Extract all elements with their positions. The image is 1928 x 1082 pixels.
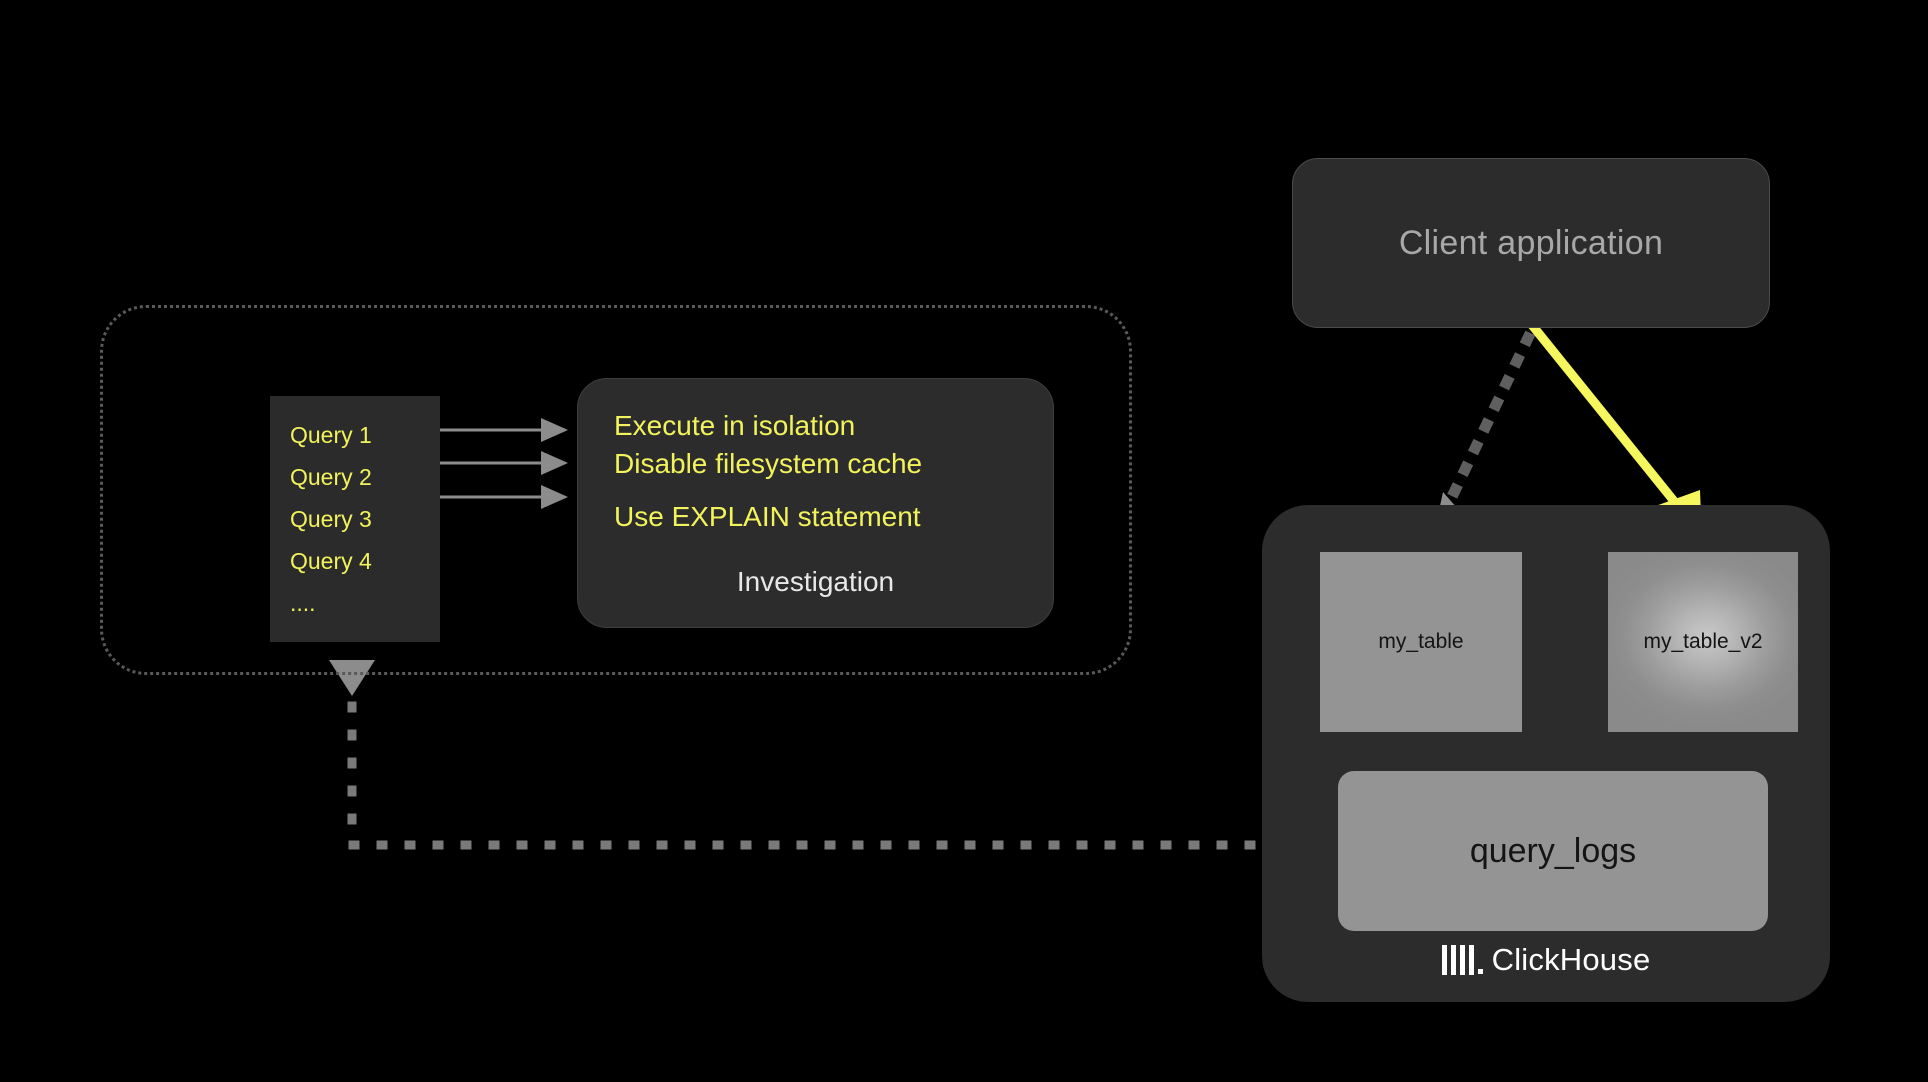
table-query-logs-label: query_logs <box>1469 831 1637 870</box>
investigation-tip: Use EXPLAIN statement <box>614 501 921 532</box>
clickhouse-logo-mark-icon <box>1441 945 1483 975</box>
list-item[interactable]: Query 3 <box>290 506 372 532</box>
investigation-tip: Disable filesystem cache <box>614 448 923 479</box>
clickhouse-logo: ClickHouse <box>1262 942 1830 978</box>
logo-bar-icon <box>1450 945 1456 975</box>
list-item[interactable]: Query 1 <box>290 422 372 448</box>
investigation-card: Execute in isolation Disable filesystem … <box>577 378 1054 628</box>
list-item[interactable]: Query 2 <box>290 464 372 490</box>
investigation-scope-container <box>100 305 1132 675</box>
client-application-label: Client application <box>1398 223 1664 262</box>
clickhouse-server-box: my_table my_table_v2 query_logs ClickHou… <box>1262 505 1830 1002</box>
clickhouse-logo-text: ClickHouse <box>1491 942 1651 977</box>
table-query-logs[interactable]: query_logs <box>1338 771 1768 931</box>
table-my-table-v2-label: my_table_v2 <box>1643 630 1763 653</box>
list-item[interactable]: Query 4 <box>290 548 372 574</box>
list-item-ellipsis: .... <box>290 590 316 616</box>
logo-dot-icon <box>1477 969 1483 974</box>
investigation-tip: Execute in isolation <box>614 410 856 441</box>
logo-bar-icon <box>1459 945 1465 975</box>
query-list-box: Query 1 Query 2 Query 3 Query 4 .... <box>270 396 440 642</box>
investigation-card-title: Investigation <box>736 566 895 597</box>
table-my-table-label: my_table <box>1378 630 1464 653</box>
table-my-table-v2[interactable]: my_table_v2 <box>1608 552 1798 732</box>
connector-query-logs-to-query-list <box>329 660 1340 850</box>
logo-bar-icon <box>1441 945 1447 975</box>
client-application-box: Client application <box>1292 158 1770 328</box>
logo-bar-icon <box>1468 945 1474 975</box>
table-my-table[interactable]: my_table <box>1320 552 1522 732</box>
